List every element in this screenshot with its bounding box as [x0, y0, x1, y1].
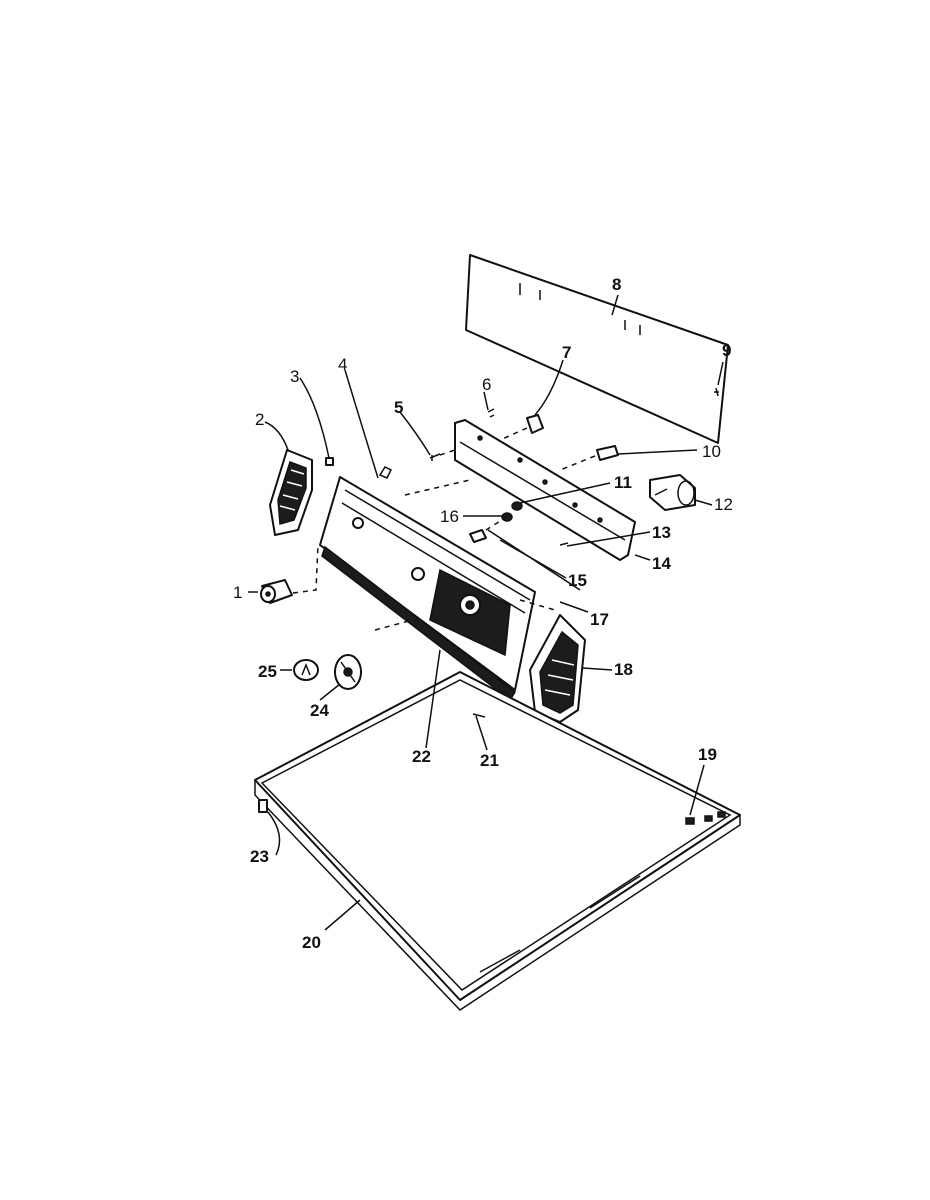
callout-23: 23 [250, 847, 269, 866]
callout-13: 13 [652, 523, 671, 542]
callout-19: 19 [698, 745, 717, 764]
callout-14: 14 [652, 554, 671, 573]
leader-lines [248, 294, 724, 931]
screw-part [714, 387, 719, 397]
knob-25-part [293, 659, 319, 681]
small-screw-part [487, 408, 495, 418]
callout-3: 3 [290, 367, 299, 386]
callout-10: 10 [702, 442, 721, 461]
screw-5-part [429, 449, 456, 461]
callout-20: 20 [302, 933, 321, 952]
right-end-cap-part [529, 614, 586, 723]
callout-6: 6 [482, 375, 491, 394]
timer-part [649, 474, 696, 511]
callout-7: 7 [562, 343, 571, 362]
callout-25: 25 [258, 662, 277, 681]
callout-9: 9 [722, 341, 731, 360]
callout-21: 21 [480, 751, 499, 770]
foot-part [258, 799, 268, 813]
left-end-cap-part [269, 449, 313, 536]
callout-15: 15 [568, 571, 587, 590]
callout-5: 5 [394, 398, 403, 417]
callout-8: 8 [612, 275, 621, 294]
cabinet-top-part [254, 671, 741, 1011]
callout-labels: 1 2 3 4 5 6 7 8 9 10 11 12 13 14 15 16 1… [233, 275, 733, 952]
callout-1: 1 [233, 583, 242, 602]
mounting-bracket-part [454, 419, 636, 561]
clip-part [499, 414, 544, 441]
terminal-block-part [559, 445, 619, 471]
callout-17: 17 [590, 610, 609, 629]
callout-22: 22 [412, 747, 431, 766]
screw-21-part [472, 713, 486, 718]
callout-18: 18 [614, 660, 633, 679]
dial-24-part [334, 654, 362, 690]
clip-3-part [325, 457, 334, 466]
callout-11: 11 [614, 473, 632, 492]
rear-panel-part [465, 254, 729, 444]
callout-24: 24 [310, 701, 329, 720]
callout-2: 2 [255, 410, 264, 429]
callout-4: 4 [338, 355, 347, 374]
screw-13-part [559, 542, 569, 546]
callout-12: 12 [714, 495, 733, 514]
clip-19-part [685, 811, 726, 825]
knob-part [260, 544, 319, 604]
callout-16: 16 [440, 507, 459, 526]
